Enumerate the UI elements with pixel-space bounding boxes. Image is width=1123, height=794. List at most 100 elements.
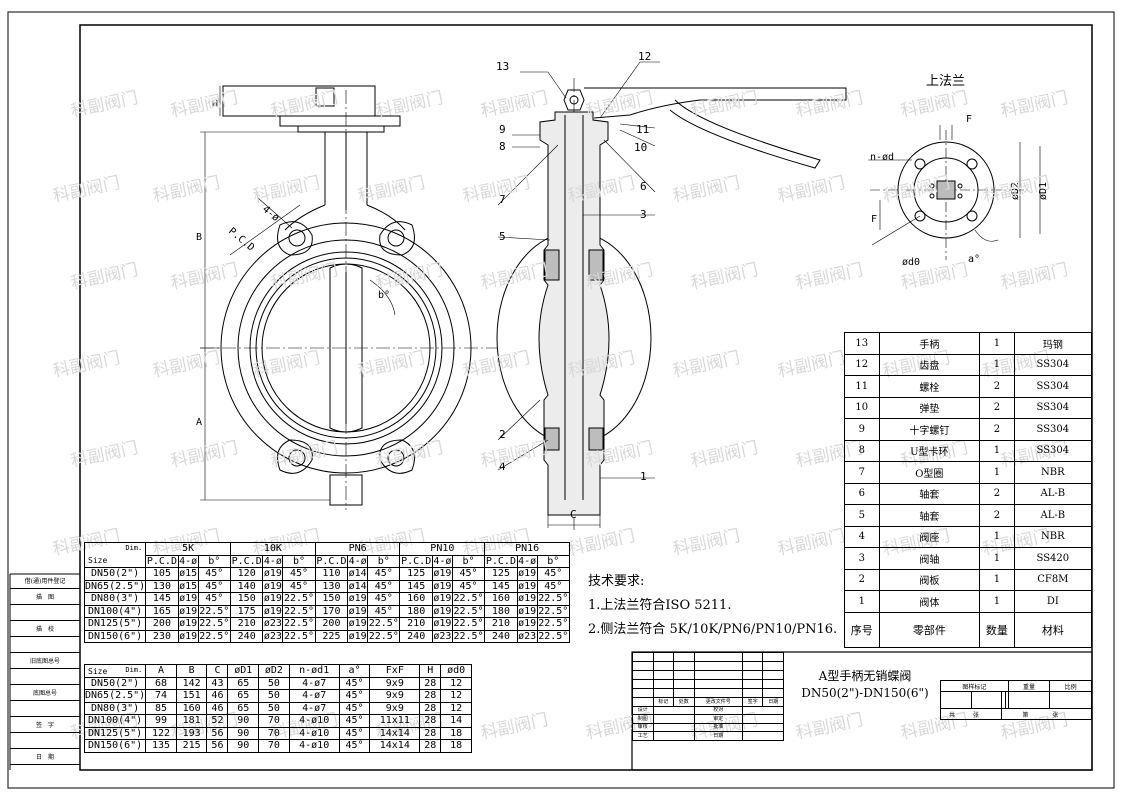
value-cell: 52 (206, 714, 229, 728)
side-label: 描 图 (10, 592, 80, 605)
flange-subheader: 4-ø (262, 554, 284, 568)
signoff-cell (652, 731, 695, 741)
value-cell: 45° (367, 592, 401, 606)
part-cell: 9 (844, 418, 880, 441)
change-record-cell: 日期 (762, 697, 784, 707)
part-cell: 2 (979, 396, 1015, 419)
part-cell: 5 (844, 504, 880, 527)
size-cell: DN80(3") (83, 701, 147, 715)
value-cell: 215 (175, 739, 208, 753)
side-view (496, 61, 847, 530)
part-cell: 3 (844, 547, 880, 570)
outer-border (7, 11, 1115, 789)
part-cell: 2 (979, 482, 1015, 505)
size-dim-cell: Dim. Size (83, 664, 147, 678)
value-cell: 160 (399, 592, 433, 606)
flange-subheader: 4-ø (347, 554, 369, 568)
side-label (10, 640, 80, 653)
value-cell: 12 (440, 701, 472, 715)
part-cell: 数量 (979, 611, 1015, 648)
part-cell: 弹垫 (878, 396, 981, 419)
value-cell: 22.5° (451, 592, 486, 606)
part-cell: 序号 (844, 611, 880, 648)
value-cell: 45° (338, 689, 371, 703)
value-cell: 28 (419, 689, 442, 703)
value-cell: 12 (440, 689, 472, 703)
size-cell: DN100(4") (83, 604, 147, 618)
value-cell: 135 (145, 739, 177, 753)
value-cell: 90 (227, 739, 260, 753)
dim-a: A (196, 417, 202, 428)
title-sheet-no: 第 张 (1001, 708, 1092, 720)
side-label: 借(通)用件登记 (10, 576, 80, 589)
value-cell: 22.5° (451, 617, 486, 631)
callout-4: 4 (499, 460, 506, 473)
size-cell: DN100(4") (83, 714, 147, 728)
signoff-cell (741, 731, 785, 741)
part-cell: 齿盘 (878, 353, 981, 376)
size-cell: DN50(2") (83, 676, 147, 690)
value-cell: 225 (314, 629, 349, 643)
flange-table-header: Dim. Size 5K 10K PN6 PN10 PN16 (83, 542, 570, 568)
change-record-cell: 处数 (673, 697, 695, 707)
signoff-cell: 审核 (632, 722, 654, 732)
part-cell: 2 (979, 375, 1015, 398)
value-cell: 74 (145, 689, 177, 703)
signoff-row: 制图审定 (632, 714, 785, 724)
value-cell: 105 (145, 567, 179, 581)
signoff-cell: 批准 (693, 722, 743, 732)
part-cell: 11 (844, 375, 880, 398)
value-cell: 45° (338, 739, 371, 753)
value-cell: 193 (175, 726, 208, 740)
value-cell: 50 (258, 701, 290, 715)
dim-header: FxF (369, 664, 421, 678)
part-cell: 13 (844, 332, 880, 355)
dim-header: H (419, 664, 442, 678)
title-right-scale: 比例 (1049, 680, 1092, 692)
value-cell: ø19 (347, 592, 369, 606)
value-cell: 28 (419, 714, 442, 728)
value-cell: 45° (338, 676, 371, 690)
flange-subheader: b° (367, 554, 401, 568)
part-cell: 2 (844, 568, 880, 591)
dim-f-top: F (966, 114, 972, 125)
part-cell: 零部件 (878, 611, 981, 648)
value-cell: ø23 (431, 629, 453, 643)
dim-header: C (206, 664, 229, 678)
size-cell: DN150(6") (83, 739, 147, 753)
title-total-sheets: 共 张 (939, 708, 1003, 720)
part-cell: 1 (979, 590, 1015, 613)
part-cell: O型圈 (878, 461, 981, 484)
value-cell: ø19 (516, 579, 538, 593)
value-cell: 210 (399, 617, 433, 631)
value-cell: 181 (175, 714, 208, 728)
callout-12: 12 (638, 50, 651, 63)
dim-d1: øD1 (1038, 182, 1049, 200)
value-cell: 45° (536, 579, 571, 593)
value-cell: ø19 (347, 629, 369, 643)
value-cell: 240 (399, 629, 433, 643)
dim-header: A (145, 664, 177, 678)
change-record-cell: 更改文件号 (693, 697, 743, 707)
flange-subheader: P.C.D (484, 554, 518, 568)
value-cell: 50 (258, 676, 290, 690)
callout-6: 6 (640, 180, 647, 193)
value-cell: 175 (229, 604, 264, 618)
callout-1: 1 (640, 470, 647, 483)
value-cell: 28 (419, 676, 442, 690)
side-label: 旧底图总号 (10, 656, 80, 669)
callout-11: 11 (636, 123, 649, 136)
side-label: 描 校 (10, 624, 80, 637)
value-cell: 9x9 (369, 689, 421, 703)
dim-c: C (570, 508, 577, 521)
value-cell: ø19 (516, 567, 538, 581)
